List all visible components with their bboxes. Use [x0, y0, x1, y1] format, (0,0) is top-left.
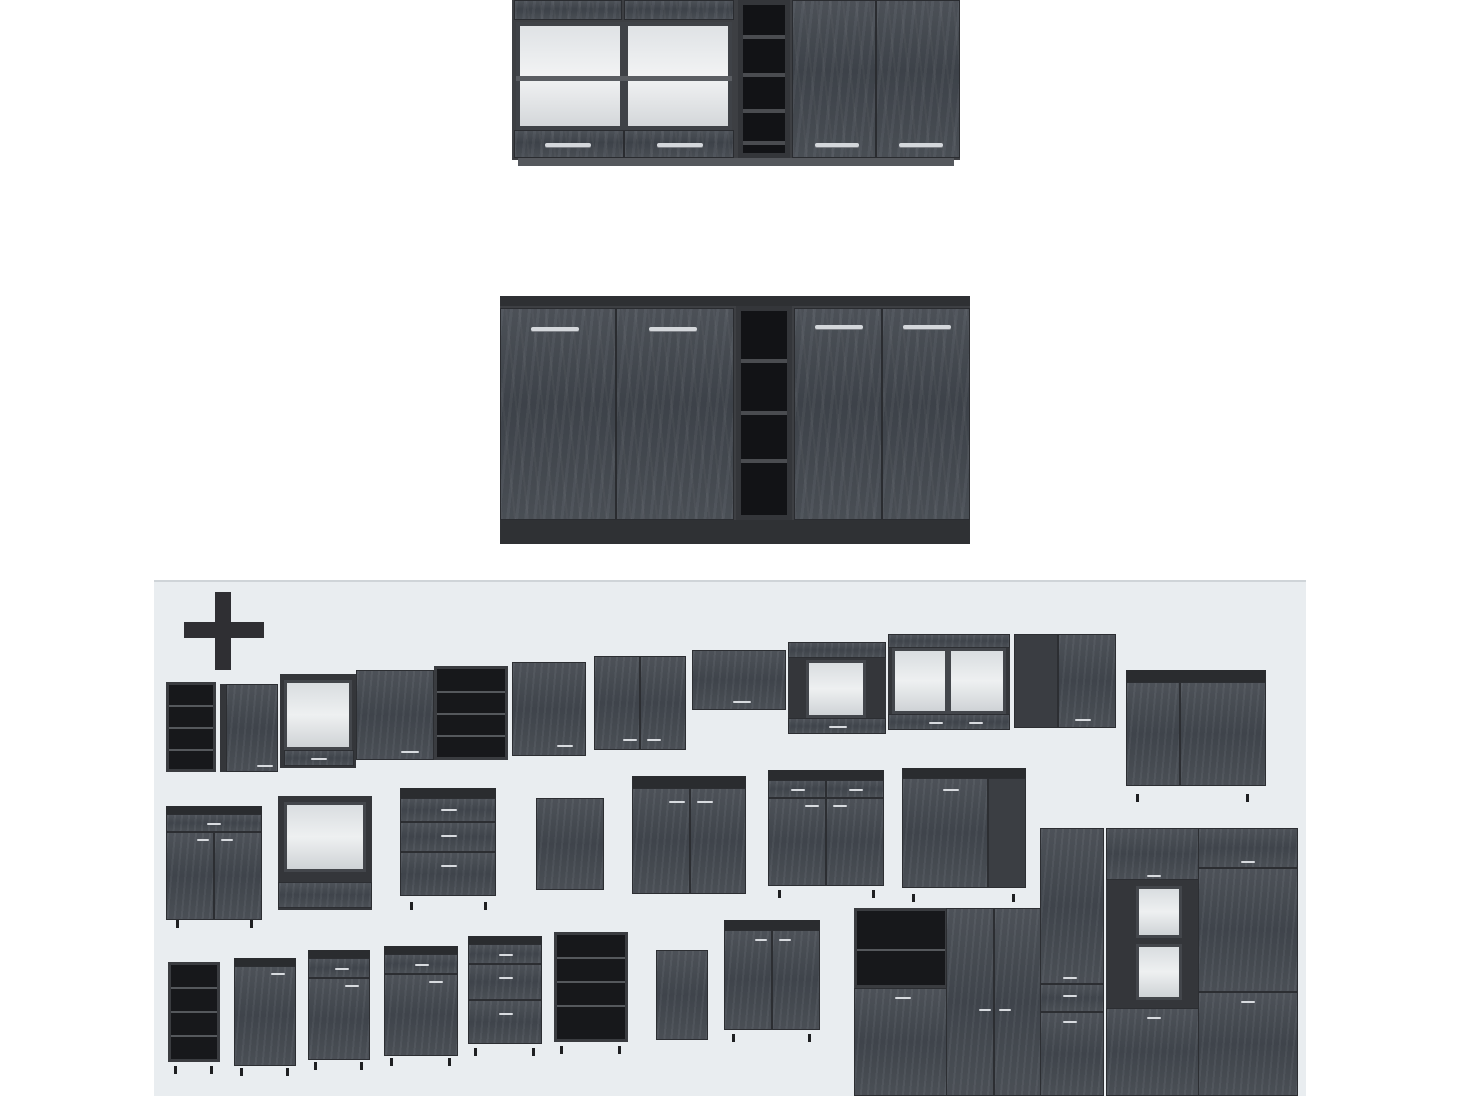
module-wall-double-door	[594, 656, 686, 750]
module-tall-narrow	[1040, 828, 1104, 1096]
module-wall-flap	[692, 650, 786, 710]
wall-cabinet-row	[512, 0, 960, 168]
module-base-drawer-door	[308, 950, 370, 1070]
wall-drawer-left	[514, 130, 624, 158]
base-row-plinth	[500, 520, 970, 544]
module-tall-fridge	[1198, 828, 1298, 1096]
module-wall-glass-single	[280, 674, 356, 768]
module-wall-open-shelves	[434, 666, 508, 760]
base-door-1-handle	[531, 327, 579, 331]
wall-drawer-right	[624, 130, 734, 158]
module-base-oven-housing	[278, 796, 372, 910]
wall-drawer-right-handle	[657, 143, 703, 147]
module-wall-door-wide	[356, 670, 434, 760]
module-base-three-drawers-narrow	[468, 936, 542, 1056]
module-base-drawer-door-wide	[384, 946, 458, 1066]
module-wall-corner	[1014, 634, 1116, 728]
module-dishwasher-front-small	[656, 950, 708, 1040]
base-door-3-handle	[815, 325, 863, 329]
wall-drawer-left-handle	[545, 143, 591, 147]
module-base-corner-blind	[902, 768, 1026, 902]
base-door-1	[500, 308, 616, 520]
module-wall-door-medium	[512, 662, 586, 756]
base-door-2-handle	[649, 327, 697, 331]
wall-top-door-left	[514, 0, 622, 20]
module-tall-oven-micro	[1106, 828, 1202, 1096]
wall-top-door-right	[624, 0, 734, 20]
module-wall-glass-combo	[788, 642, 886, 734]
module-wall-single-door	[220, 684, 278, 772]
module-base-corner	[1126, 670, 1266, 802]
module-wall-glass-wide	[888, 634, 1010, 730]
base-door-2	[616, 308, 734, 520]
module-base-open-shelves	[554, 932, 628, 1054]
plus-icon	[184, 592, 264, 670]
wall-open-shelf	[738, 0, 790, 158]
wall-tall-door-left-handle	[815, 143, 859, 147]
base-door-4	[882, 308, 970, 520]
module-base-drawer-wide	[768, 770, 884, 898]
module-wall-open-narrow	[166, 682, 216, 772]
wall-glass-shelf	[516, 76, 732, 81]
base-door-3	[794, 308, 882, 520]
base-door-4-handle	[903, 325, 951, 329]
wall-tall-door-right	[876, 0, 960, 158]
base-row-worktop-edge	[500, 296, 970, 308]
module-base-open-narrow	[168, 962, 220, 1074]
base-cabinet-row	[498, 296, 972, 546]
base-open-shelf	[736, 306, 792, 520]
module-tall-double-door	[946, 908, 1042, 1096]
module-dishwasher-front	[536, 798, 604, 890]
module-tall-open-top	[854, 908, 948, 1096]
module-base-single-narrow	[234, 958, 296, 1076]
module-base-sink-double	[632, 776, 746, 896]
wall-tall-door-left	[792, 0, 876, 158]
module-base-double-door-small	[724, 920, 820, 1042]
wall-row-bottom-edge	[518, 158, 954, 166]
module-base-drawer-double	[166, 806, 262, 928]
module-base-three-drawers	[400, 788, 496, 910]
wall-tall-door-right-handle	[899, 143, 943, 147]
